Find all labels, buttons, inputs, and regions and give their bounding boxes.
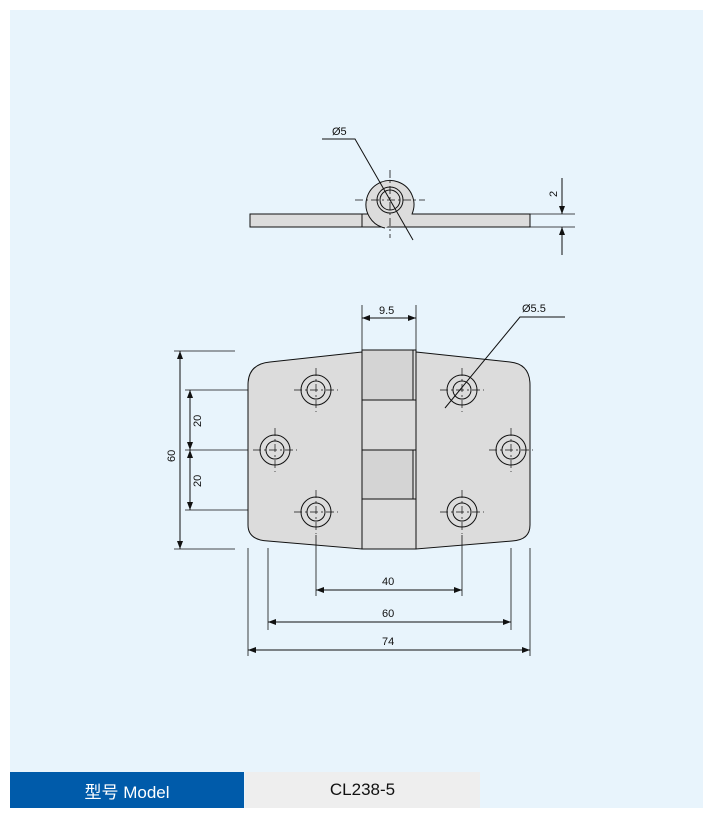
pin-diameter-label: Ø5 (332, 126, 347, 138)
thickness-label: 2 (548, 191, 560, 197)
front-view (174, 305, 565, 656)
inner-hole-span-label: 40 (382, 576, 394, 588)
mounting-holes (253, 368, 533, 534)
hole-spacing-lower-label: 20 (192, 475, 204, 487)
height-label: 60 (166, 450, 178, 462)
overall-width-label: 74 (382, 636, 394, 648)
outer-hole-span-label: 60 (382, 608, 394, 620)
side-view (249, 138, 575, 255)
model-value: CL238-5 (245, 772, 480, 808)
hole-spacing-upper-label: 20 (192, 415, 204, 427)
model-label: 型号 Model (10, 772, 244, 808)
knuckle-width-label: 9.5 (379, 305, 394, 317)
hole-diameter-label: Ø5.5 (522, 303, 546, 315)
